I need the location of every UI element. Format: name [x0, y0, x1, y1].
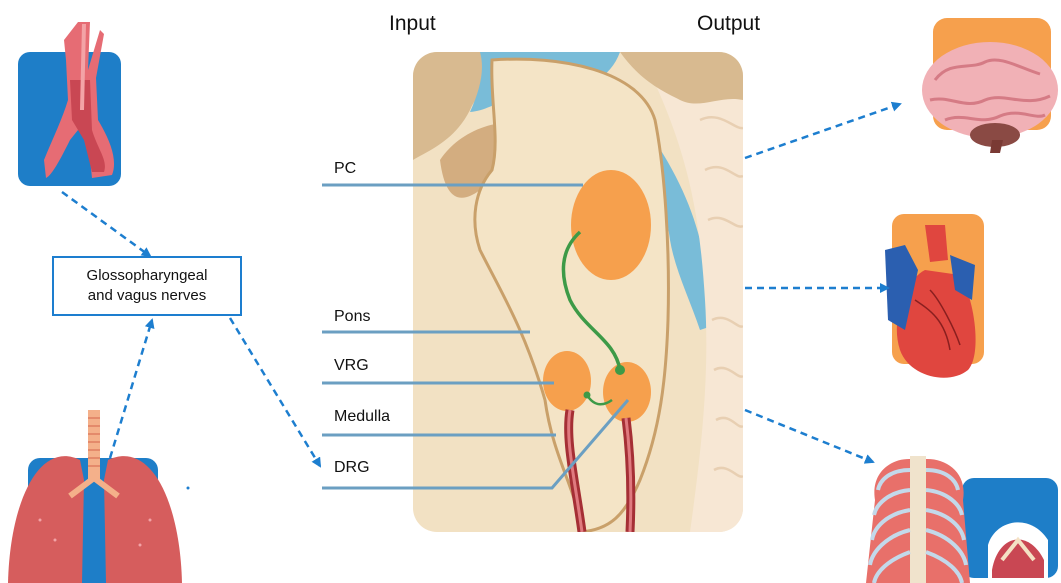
trachea-icon	[18, 22, 121, 186]
pc-label: PC	[334, 160, 356, 178]
output-header: Output	[697, 12, 760, 36]
heart-icon	[885, 214, 984, 378]
vrg-nucleus	[543, 351, 591, 411]
brainstem-to-brain-arrow	[745, 104, 900, 158]
vrg-label: VRG	[334, 357, 369, 375]
drg-nucleus	[603, 362, 651, 422]
nerve-box-line-1: Glossopharyngeal	[87, 266, 208, 286]
lungs-to-nerves-arrow	[110, 320, 152, 458]
glossopharyngeal-vagus-box: Glossopharyngeal and vagus nerves	[52, 256, 242, 316]
brain-icon	[922, 18, 1058, 153]
diaphragm-icon	[988, 522, 1048, 583]
nerve-box-line-2: and vagus nerves	[88, 286, 206, 306]
brainstem-to-ribcage-arrow	[745, 410, 873, 462]
pons-label: Pons	[334, 308, 370, 326]
medulla-label: Medulla	[334, 408, 390, 426]
lungs-icon	[8, 410, 182, 583]
trachea-to-nerves-arrow	[62, 192, 150, 256]
input-header: Input	[389, 12, 436, 36]
drg-label: DRG	[334, 459, 370, 477]
nerves-to-drg-arrow	[230, 318, 320, 466]
